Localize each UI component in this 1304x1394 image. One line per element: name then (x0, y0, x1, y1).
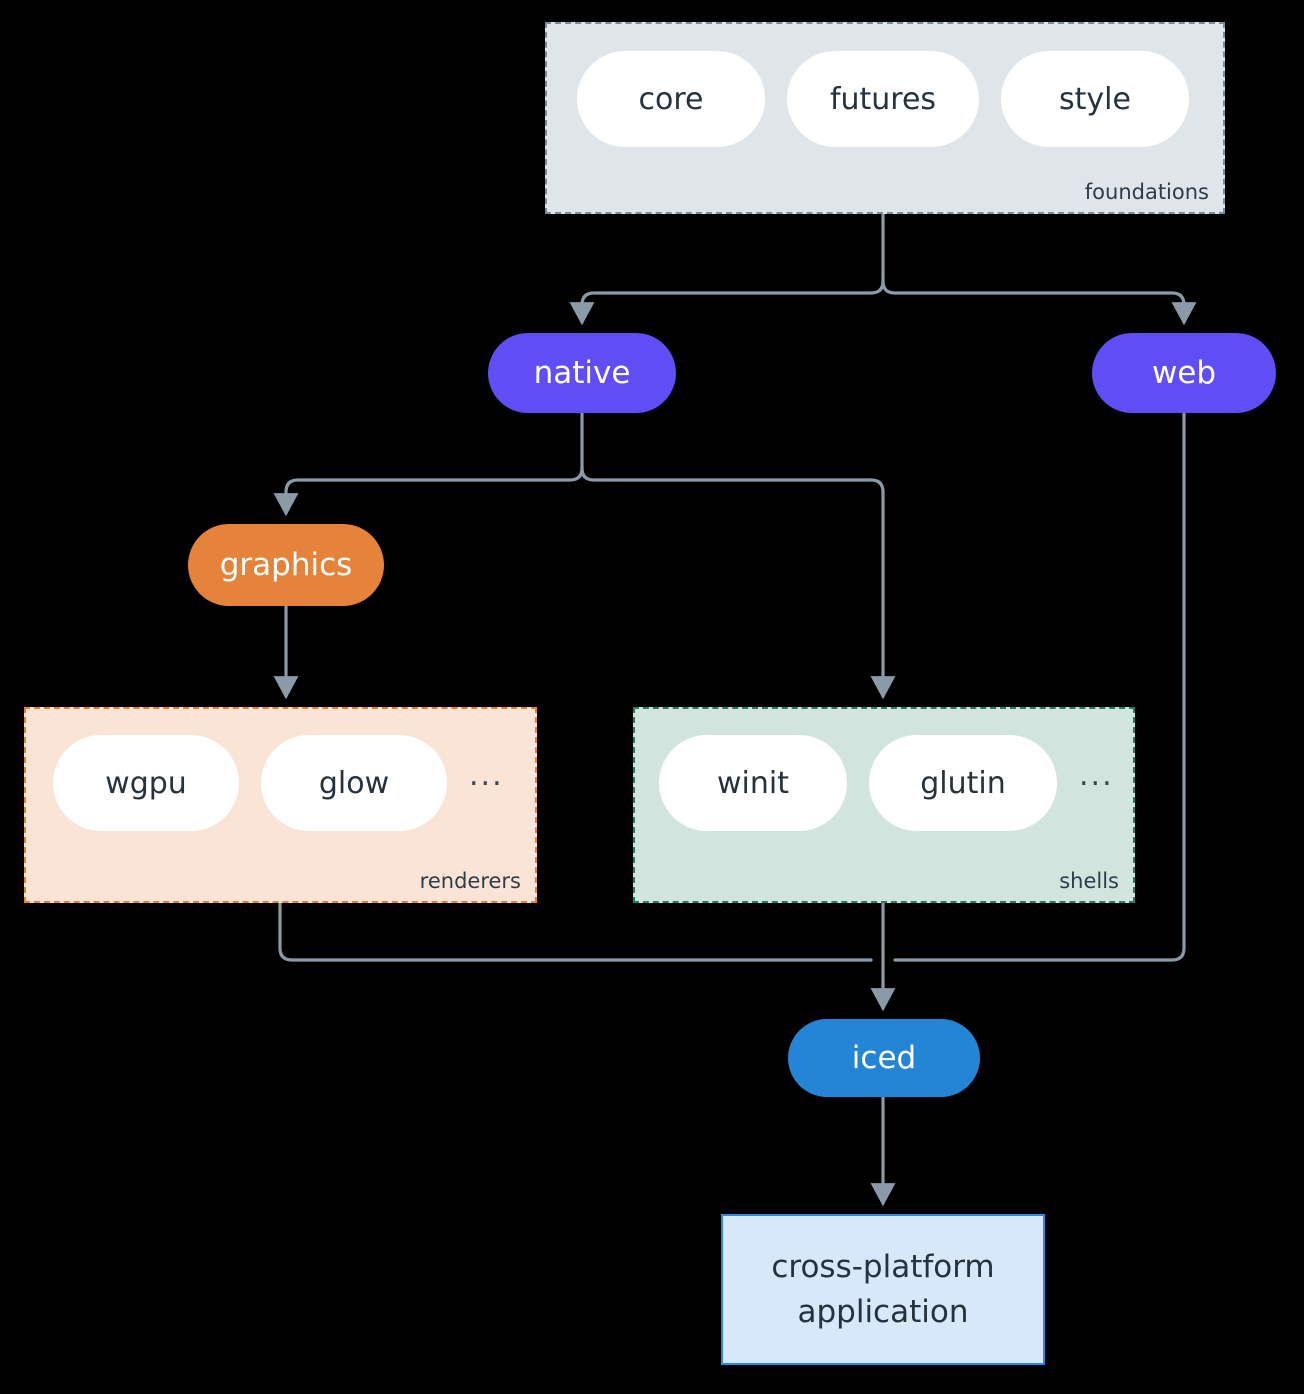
node-web[interactable]: web (1092, 333, 1276, 413)
chip-core[interactable]: core (577, 51, 765, 147)
group-foundations: core futures style foundations (545, 22, 1225, 214)
edge-foundations-web (881, 279, 1197, 326)
renderers-more-ellipsis: ... (469, 758, 504, 793)
renderers-chip-row: wgpu glow ... (53, 735, 504, 831)
edge-native-shells (580, 466, 896, 700)
foundations-chip-row: core futures style (577, 51, 1189, 147)
application-label-line2: application (797, 1293, 969, 1330)
shells-chip-row: winit glutin ... (659, 735, 1114, 831)
chip-style[interactable]: style (1001, 51, 1189, 147)
chip-wgpu[interactable]: wgpu (53, 735, 239, 831)
edge-native-graphics (273, 466, 584, 517)
group-renderers: wgpu glow ... renderers (24, 707, 537, 903)
application-label-block: cross-platform application (771, 1245, 994, 1335)
node-cross-platform-application[interactable]: cross-platform application (721, 1214, 1045, 1365)
node-iced[interactable]: iced (788, 1019, 980, 1097)
shells-more-ellipsis: ... (1079, 758, 1114, 793)
chip-winit[interactable]: winit (659, 735, 847, 831)
application-label-line1: cross-platform (771, 1248, 995, 1285)
group-label-shells: shells (1059, 869, 1119, 893)
node-graphics[interactable]: graphics (188, 524, 384, 606)
group-shells: winit glutin ... shells (633, 707, 1135, 903)
chip-glow[interactable]: glow (261, 735, 447, 831)
group-label-foundations: foundations (1084, 180, 1209, 204)
edge-renderers-iced (278, 901, 873, 962)
group-label-renderers: renderers (419, 869, 521, 893)
node-native[interactable]: native (488, 333, 676, 413)
edge-foundations-native (569, 279, 885, 326)
chip-glutin[interactable]: glutin (869, 735, 1057, 831)
chip-futures[interactable]: futures (787, 51, 979, 147)
